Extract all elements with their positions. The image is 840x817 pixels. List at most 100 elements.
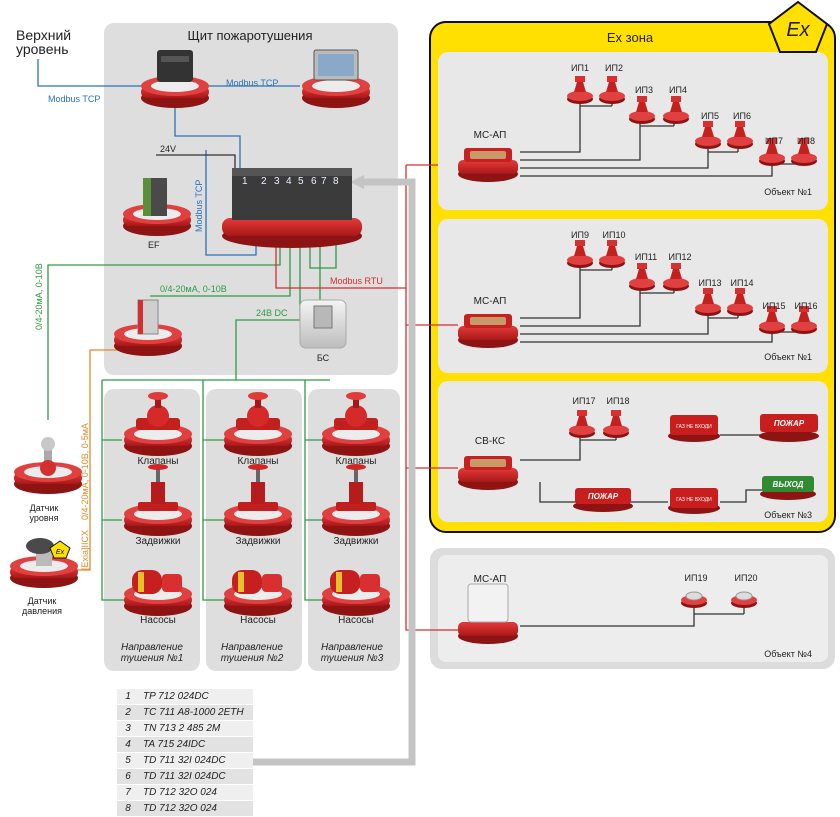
pumps-label-2: Насосы	[240, 615, 276, 626]
pressure-sensor-label-2: давления	[22, 606, 62, 616]
obj2-device-label: МС-АП	[474, 296, 507, 307]
svg-text:ИП19: ИП19	[685, 573, 708, 583]
pumps-label-1: Насосы	[140, 615, 176, 626]
obj3-label: Объект №3	[764, 510, 812, 520]
panel-title: Щит пожаротушения	[188, 28, 313, 43]
rack-slot-numbers: 1 2 3 4 5 6 7 8	[242, 176, 339, 187]
sign-fire-text-1: ПОЖАР	[774, 419, 805, 428]
pump-device-1	[124, 570, 192, 616]
svg-text:4: 4	[286, 176, 292, 187]
plc-rack-device	[222, 168, 362, 248]
sign-exit	[760, 476, 816, 500]
legend-num: 8	[117, 800, 139, 817]
svg-text:ИП15: ИП15	[763, 301, 786, 311]
sv-ks-device	[458, 456, 518, 490]
sensor-ip19	[681, 591, 707, 608]
voltage-24vdc-label: 24В DC	[256, 308, 288, 318]
analog-label-2: 0/4-20мА, 0-10В	[34, 263, 44, 330]
obj1-sensor-labels: ИП1 ИП2 ИП3 ИП4 ИП5 ИП6 ИП7 ИП8	[571, 63, 815, 146]
ms-ap-device-2	[458, 314, 518, 348]
voltage-24v-label: 24V	[160, 144, 176, 154]
gates-label-3: Задвижки	[334, 536, 379, 547]
top-level-line1: Верхний	[16, 27, 71, 43]
analog-label-1: 0/4-20мА, 0-10В	[160, 284, 227, 294]
ef-power-device	[123, 178, 191, 236]
svg-text:2: 2	[261, 176, 267, 187]
level-sensor-device	[14, 437, 82, 494]
svg-text:6: 6	[311, 176, 317, 187]
obj4-sensor-labels: ИП19 ИП20	[685, 573, 758, 583]
obj1-device-label: МС-АП	[474, 130, 507, 141]
direction-label-1a: Направление	[121, 642, 183, 653]
obj3-device-label: СВ-КС	[475, 436, 505, 447]
ex-mark-icon: Ex	[49, 540, 71, 559]
level-sensor-label-2: уровня	[29, 513, 58, 523]
legend-text: TD 712 32O 024	[139, 800, 253, 817]
legend-text: TN 713 2 485 2M	[139, 720, 253, 737]
valves-label-2: Клапаны	[238, 456, 279, 467]
legend-num: 7	[117, 784, 139, 801]
modbus-tcp-label-2: Modbus TCP	[226, 78, 278, 88]
sign-gas-text-1: ГАЗ НЕ ВХОДИ	[676, 424, 712, 430]
sign-fire-2	[573, 488, 633, 512]
legend-num: 6	[117, 768, 139, 785]
svg-text:Ex: Ex	[56, 549, 65, 556]
legend-text: TC 711 A8-1000 2ETH	[139, 704, 253, 721]
svg-text:7: 7	[321, 176, 327, 187]
obj3-sensor-labels: ИП17 ИП18	[573, 396, 630, 406]
pump-device-3	[322, 570, 390, 616]
legend-text: TD 712 32O 024	[139, 784, 253, 801]
obj4-device-label: МС-АП	[474, 574, 507, 585]
direction-label-2a: Направление	[221, 642, 283, 653]
analog-label-3: 0/4-20мА, 0-10В, 0-5мА	[80, 423, 90, 520]
modbus-tcp-label-3: Modbus TCP	[194, 180, 204, 232]
pump-device-2	[224, 570, 292, 616]
direction-label-1b: тушения №1	[121, 653, 184, 664]
pressure-sensor-device	[10, 538, 78, 588]
ex-zone-title: Ex зона	[607, 30, 654, 45]
gates-label-1: Задвижки	[136, 536, 181, 547]
legend-num: 5	[117, 752, 139, 769]
modbus-rtu-label: Modbus RTU	[330, 276, 383, 286]
obj2-label: Объект №1	[764, 352, 812, 362]
sensor-ip20	[731, 591, 757, 608]
ex-hazard-icon	[767, 0, 829, 53]
top-level-line2: уровень	[16, 41, 69, 57]
legend-num: 2	[117, 704, 139, 721]
sign-fire-text-2: ПОЖАР	[588, 492, 619, 501]
hmi-panel-device	[302, 49, 370, 108]
sign-fire-1	[759, 414, 819, 442]
direction-label-3a: Направление	[321, 642, 383, 653]
svg-text:ИП14: ИП14	[731, 278, 754, 288]
legend-text: TD 711 32I 024DC	[139, 768, 253, 785]
obj2-sensor-labels: ИП9 ИП10 ИП11 ИП12 ИП13 ИП14 ИП15 ИП16	[571, 230, 817, 311]
object4-inner	[438, 555, 828, 662]
svg-text:3: 3	[274, 176, 280, 187]
svg-text:ИП12: ИП12	[669, 252, 692, 262]
svg-text:ИП17: ИП17	[573, 396, 596, 406]
svg-text:ИП5: ИП5	[701, 111, 719, 121]
sign-exit-text: ВЫХОД	[773, 480, 804, 489]
modbus-tcp-label-1: Modbus TCP	[48, 94, 100, 104]
sign-gas-text-2: ГАЗ НЕ ВХОДИ	[676, 497, 712, 503]
legend-text: TP 712 024DC	[139, 689, 253, 705]
svg-text:ИП20: ИП20	[735, 573, 758, 583]
legend-text: TA 715 24IDC	[139, 736, 253, 753]
ms-ap-device-1	[458, 148, 518, 182]
direction-label-2b: тушения №2	[221, 653, 284, 664]
svg-text:ИП4: ИП4	[669, 85, 687, 95]
pressure-sensor-label-1: Датчик	[28, 596, 57, 606]
svg-text:5: 5	[298, 176, 304, 187]
bs-module-device	[299, 299, 347, 349]
sign-gas-1	[668, 415, 720, 442]
svg-text:ИП8: ИП8	[797, 136, 815, 146]
bs-label: БС	[317, 353, 330, 363]
